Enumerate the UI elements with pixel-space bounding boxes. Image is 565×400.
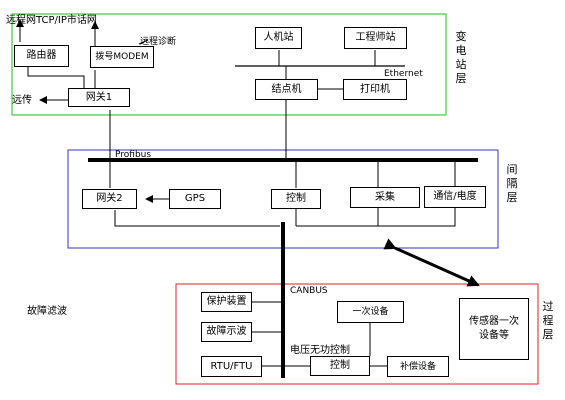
bidirectional-arrow [383, 238, 480, 287]
station-layer-frame [11, 13, 447, 116]
process-control-box[interactable]: 控制 [310, 356, 370, 376]
canbus-label: CANBUS [290, 286, 328, 296]
compensation-equipment-box[interactable]: 补偿设备 [387, 356, 449, 377]
remote-diagnosis-label: 远程诊断 [140, 37, 177, 47]
printer-box[interactable]: 打印机 [343, 79, 407, 100]
rtu-ftu-box[interactable]: RTU/FTU [201, 356, 262, 377]
primary-equipment-box[interactable]: 一次设备 [337, 301, 404, 323]
sensor-box[interactable]: 传感器一次设备等 [459, 298, 529, 360]
remote-transmit-label: 远传 [12, 95, 32, 106]
router-box[interactable]: 路由器 [14, 45, 69, 67]
ethernet-label: Ethernet [384, 69, 423, 79]
comm-energy-box[interactable]: 通信/电度 [424, 186, 486, 208]
gps-box[interactable]: GPS [169, 189, 221, 209]
gateway1-box[interactable]: 网关1 [68, 88, 130, 107]
profibus-label: Profibus [115, 150, 152, 160]
voltage-var-control-label: 电压无功控制 [290, 345, 350, 356]
protection-device-box[interactable]: 保护装置 [201, 292, 252, 312]
bay-control-box[interactable]: 控制 [271, 189, 321, 209]
station-layer-label: 变电站层 [455, 30, 467, 85]
process-layer-frame [175, 283, 539, 385]
gateway2-box[interactable]: 网关2 [82, 189, 137, 209]
node-machine-box[interactable]: 结点机 [255, 79, 318, 100]
hmi-station-box[interactable]: 人机站 [255, 27, 302, 49]
fault-filter-note: 故障滤波 [27, 306, 67, 317]
fault-recorder-box[interactable]: 故障示波 [201, 322, 252, 342]
acquisition-box[interactable]: 采集 [350, 187, 420, 208]
modem-box[interactable]: 拨号MODEM [90, 46, 154, 68]
internet-label: 远程网TCP/IP市话网 [6, 15, 97, 26]
process-layer-label: 过程层 [542, 300, 554, 341]
bay-layer-label: 间隔层 [506, 163, 518, 204]
sensor-label: 传感器一次设备等 [469, 316, 519, 341]
engineer-station-box[interactable]: 工程师站 [344, 27, 407, 49]
